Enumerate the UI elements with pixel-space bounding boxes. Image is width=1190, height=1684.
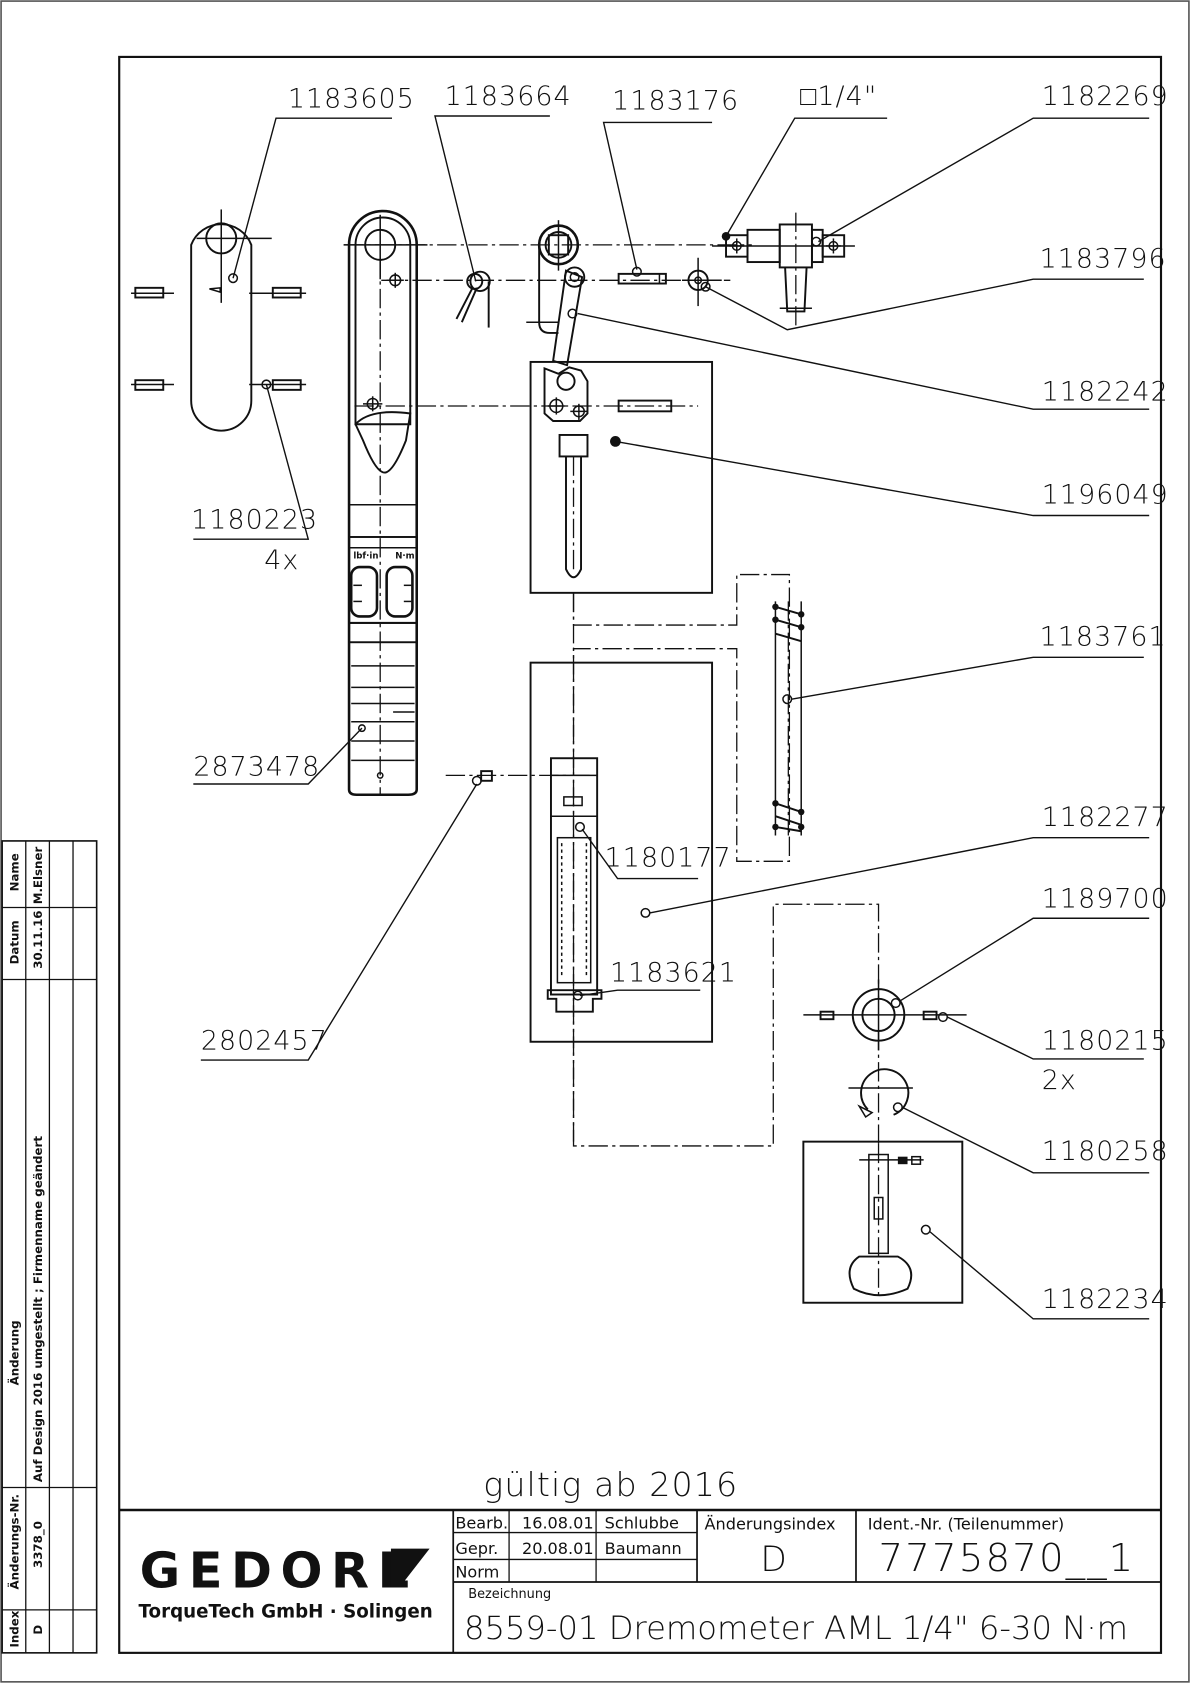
valid-from-note: gültig ab 2016: [483, 1465, 738, 1504]
revision-table: Name M.Elsner Datum 30.11.16 Änderung Au…: [1, 840, 98, 1654]
rev-change-value: Auf Design 2016 umgestellt ; Firmenname …: [31, 1136, 45, 1482]
part-pins-1180223: [131, 286, 307, 391]
part-pawl-lever-1182242: [552, 266, 586, 367]
rev-name-value: M.Elsner: [31, 847, 45, 905]
label-1180223-qty: 4x: [264, 545, 299, 576]
label-1182277: 1182277: [1042, 802, 1169, 833]
tb-date-gepr: 20.08.01: [522, 1539, 594, 1558]
part-labels: 1183605 1183664 1183176 □1/4" 1182269 11…: [191, 81, 1169, 1315]
scale-label-nm: N·m: [395, 551, 414, 561]
designation-label: Bezeichnung: [468, 1587, 551, 1602]
part-pin-1183176: [617, 266, 667, 285]
ident-number: 7775870__1: [879, 1536, 1136, 1581]
tb-role-norm: Norm: [455, 1563, 499, 1582]
label-1183761: 1183761: [1040, 621, 1167, 652]
rev-header-index: Index: [7, 1610, 21, 1647]
tb-date-bearb: 16.08.01: [522, 1513, 594, 1532]
label-1182269: 1182269: [1042, 81, 1169, 112]
part-centerlines-top: [343, 244, 752, 407]
part-circlip-1180258: [848, 1068, 913, 1119]
label-2802457: 2802457: [201, 1025, 328, 1056]
part-pawl-assembly-1196049: [529, 360, 714, 594]
label-1189700: 1189700: [1042, 884, 1169, 915]
rev-header-name: Name: [7, 853, 21, 891]
label-1182234: 1182234: [1042, 1284, 1169, 1315]
part-washer-1183796: [681, 257, 722, 307]
label-1183621: 1183621: [610, 958, 737, 989]
ident-label: Ident.-Nr. (Teilenummer): [868, 1514, 1064, 1533]
part-handle-cover: [190, 209, 272, 432]
rev-index-value: D: [31, 1625, 45, 1635]
label-square-drive: □1/4": [800, 81, 877, 112]
label-1183605: 1183605: [288, 83, 415, 114]
label-1180258: 1180258: [1042, 1136, 1169, 1167]
label-1183176: 1183176: [612, 86, 739, 117]
title-block: GEDORE TorqueTech GmbH · Solingen Bearb.…: [119, 1508, 1162, 1653]
label-1180177: 1180177: [605, 843, 732, 874]
part-ratchet-head: [526, 220, 580, 334]
tb-role-gepr: Gepr.: [455, 1539, 498, 1558]
company-name: TorqueTech GmbH · Solingen: [139, 1601, 433, 1622]
label-2873478: 2873478: [193, 751, 320, 782]
scale-label-lbfin: lbf·in: [353, 551, 378, 561]
tb-name-gepr: Baumann: [605, 1539, 682, 1558]
label-1196049: 1196049: [1042, 480, 1169, 511]
label-1183664: 1183664: [445, 81, 572, 112]
label-1180215-qty: 2x: [1042, 1065, 1077, 1096]
drawing-frame: [118, 55, 1163, 1654]
part-knob-1182234: [802, 1140, 964, 1304]
logo-wedge-icon: [390, 1548, 430, 1588]
label-1182242: 1182242: [1042, 377, 1169, 408]
part-set-screw-2802457: [445, 770, 591, 786]
tb-role-bearb: Bearb.: [455, 1513, 508, 1532]
part-ring-1189700: [803, 979, 967, 1051]
rev-date-value: 30.11.16: [31, 911, 45, 969]
part-spring-clip-1183664: [455, 270, 491, 328]
part-wrench-body: lbf·in N·m: [343, 209, 428, 797]
part-square-drive-1182269: [712, 212, 855, 328]
part-spring-1183761: [772, 601, 805, 836]
rev-header-date: Datum: [7, 920, 21, 964]
rev-header-change-no: Änderungs-Nr.: [6, 1494, 21, 1589]
label-1183796: 1183796: [1040, 243, 1167, 274]
rev-change-no-value: 3378_0: [31, 1521, 46, 1568]
label-1180215: 1180215: [1042, 1025, 1169, 1056]
designation: 8559-01 Dremometer AML 1/4" 6-30 N·m: [464, 1609, 1128, 1647]
label-1180223: 1180223: [191, 504, 318, 535]
logo-gedore: GEDORE: [140, 1541, 414, 1599]
leader-lines: [193, 115, 1150, 1320]
change-index-value: D: [760, 1540, 786, 1580]
tb-name-bearb: Schlubbe: [605, 1513, 679, 1532]
change-index-label: Änderungsindex: [705, 1514, 836, 1533]
rev-header-change: Änderung: [6, 1320, 21, 1385]
